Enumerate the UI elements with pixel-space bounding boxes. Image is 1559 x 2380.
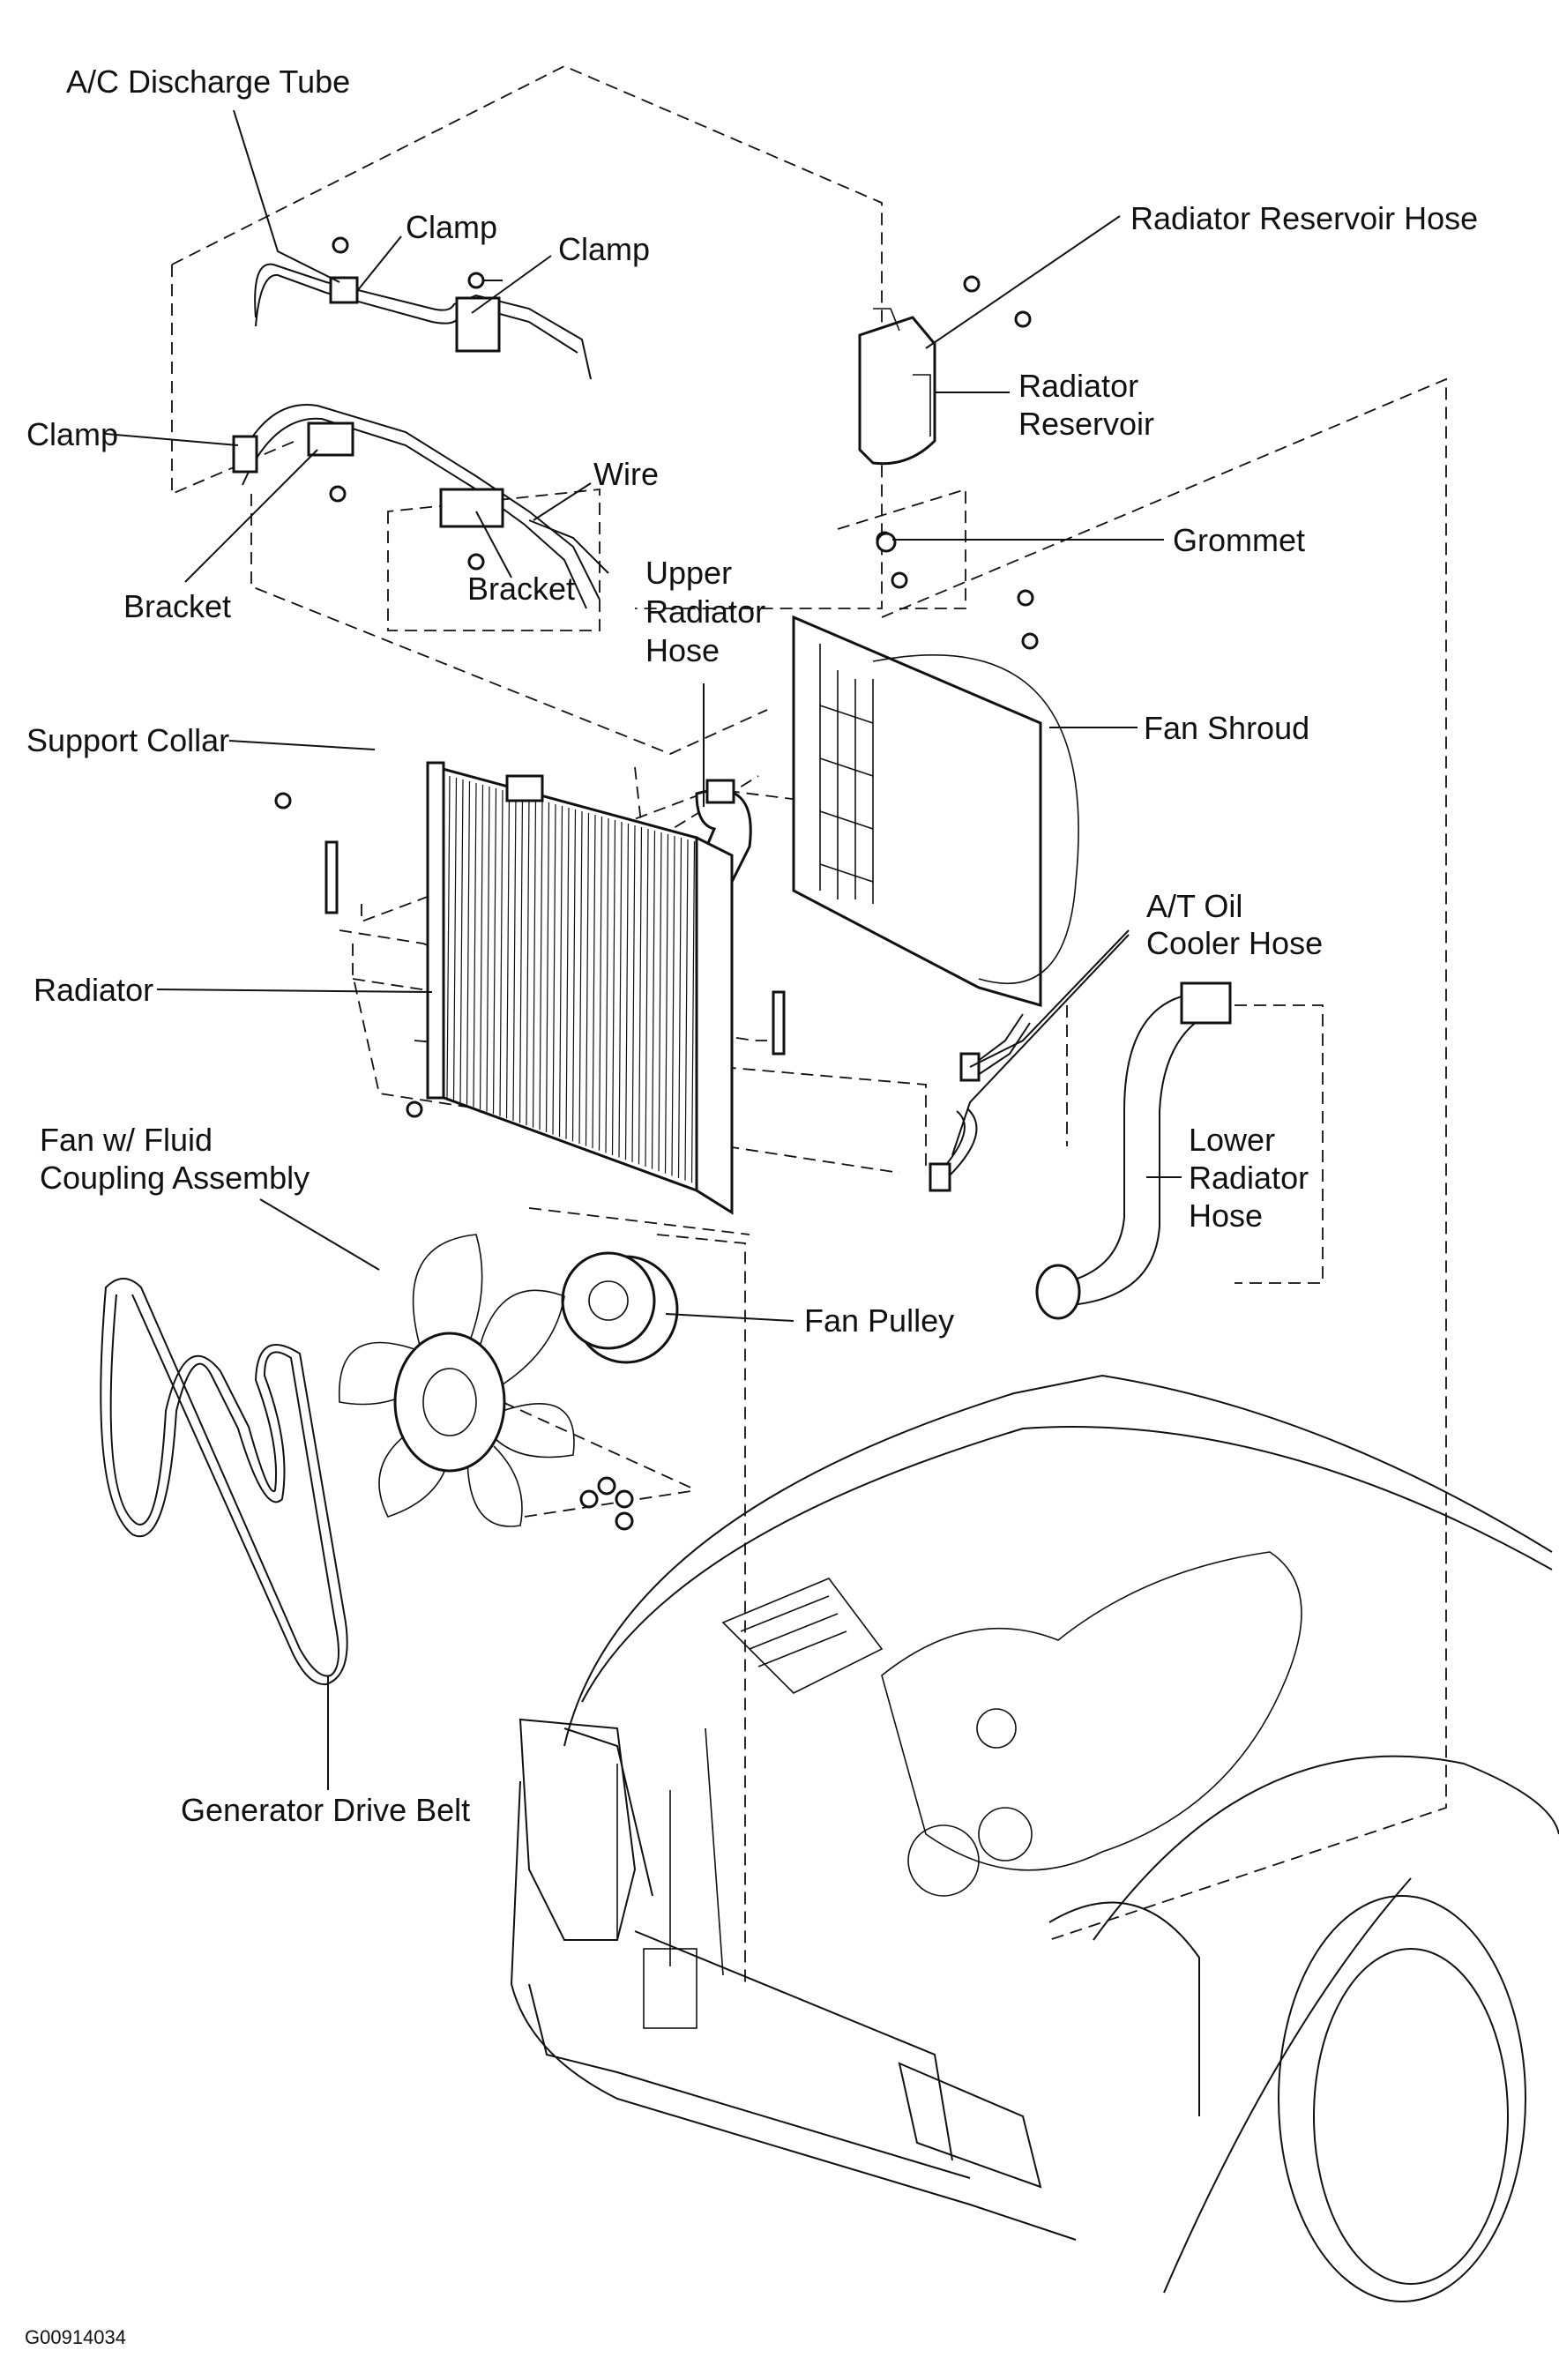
leader-lines	[105, 109, 1182, 1790]
radiator-fin	[539, 800, 543, 1130]
radiator-fin	[658, 832, 662, 1172]
radiator-fin	[645, 828, 649, 1168]
radiator-fin	[505, 791, 511, 1119]
label-fan-fluid-coupling-line2: Coupling Assembly	[40, 1160, 310, 1196]
radiator-fin	[638, 826, 643, 1165]
radiator-fin	[578, 810, 583, 1145]
radiator-fin	[499, 789, 504, 1116]
radiator-reservoir-part	[858, 308, 936, 553]
radiator-fin	[512, 793, 517, 1122]
label-support-collar: Support Collar	[26, 722, 229, 758]
label-lower-radiator-hose-line1: Lower	[1189, 1122, 1275, 1158]
radiator-fin	[677, 837, 683, 1179]
label-radiator: Radiator	[34, 972, 153, 1008]
radiator-fin	[492, 787, 497, 1115]
radiator-fin	[690, 840, 696, 1183]
label-upper-radiator-hose-line2: Radiator	[645, 593, 765, 630]
label-radiator-reservoir-line2: Reservoir	[1018, 406, 1154, 442]
label-fan-shroud: Fan Shroud	[1144, 710, 1309, 746]
radiator-fin	[605, 817, 609, 1153]
label-bracket-1: Bracket	[123, 588, 231, 624]
label-upper-radiator-hose-line3: Hose	[645, 632, 720, 668]
radiator-fin	[532, 798, 537, 1128]
label-lower-radiator-hose-line3: Hose	[1189, 1197, 1263, 1234]
radiator-fin	[664, 833, 669, 1174]
radiator-fin	[552, 803, 556, 1135]
label-at-oil-cooler-hose-line2: Cooler Hose	[1146, 925, 1323, 961]
label-ac-discharge-tube: A/C Discharge Tube	[66, 63, 350, 100]
label-at-oil-cooler-hose-line1: A/T Oil	[1146, 888, 1242, 924]
radiator-fin	[545, 802, 550, 1133]
radiator-part	[426, 761, 734, 1215]
radiator-fin	[446, 775, 451, 1099]
radiator-fin	[473, 782, 477, 1108]
radiator-fin	[558, 805, 563, 1138]
fan-shroud-part	[792, 615, 1079, 1007]
radiator-fin	[618, 821, 623, 1158]
radiator-fin	[684, 839, 689, 1181]
label-radiator-reservoir-line1: Radiator	[1018, 368, 1138, 404]
radiator-fin	[565, 807, 570, 1139]
radiator-fin	[479, 784, 484, 1110]
label-lower-radiator-hose-line2: Radiator	[1189, 1160, 1309, 1196]
radiator-fin	[651, 830, 656, 1169]
radiator-fin	[585, 812, 590, 1146]
label-clamp-3: Clamp	[26, 416, 118, 452]
radiator-fin	[571, 809, 577, 1142]
fan-fluid-coupling-part	[338, 1234, 575, 1527]
fan-pulley-part	[561, 1251, 679, 1364]
fasteners	[274, 236, 1039, 1531]
label-radiator-reservoir-hose: Radiator Reservoir Hose	[1130, 200, 1478, 236]
radiator-fin	[671, 835, 675, 1176]
radiator-fin	[624, 823, 630, 1160]
label-fan-fluid-coupling-line1: Fan w/ Fluid	[40, 1122, 213, 1158]
radiator-fin	[526, 796, 530, 1126]
wire-harness-part	[232, 403, 609, 609]
label-wire: Wire	[593, 456, 659, 492]
label-bracket-2: Bracket	[467, 571, 575, 607]
radiator-fin	[631, 824, 636, 1162]
radiator-fin	[598, 816, 603, 1151]
radiator-fin	[452, 777, 458, 1100]
generator-drive-belt-part	[100, 1278, 348, 1686]
callout-labels: A/C Discharge Tube Clamp Clamp Clamp Wir…	[25, 63, 1478, 2348]
at-oil-cooler-hose-part	[929, 1013, 1031, 1192]
assembly-dashed-lines	[171, 65, 1447, 1984]
radiator-fin	[486, 786, 490, 1112]
label-upper-radiator-hose-line1: Upper	[645, 555, 732, 591]
lower-radiator-hose-part	[1035, 981, 1232, 1320]
vehicle-front-part	[510, 1374, 1559, 2302]
radiator-fin	[592, 814, 596, 1149]
label-generator-drive-belt: Generator Drive Belt	[181, 1792, 470, 1828]
radiator-fin	[459, 779, 464, 1103]
label-fan-pulley: Fan Pulley	[804, 1302, 954, 1339]
radiator-fin	[518, 795, 524, 1123]
figure-code: G00914034	[25, 2326, 126, 2348]
radiator-fin	[611, 819, 616, 1156]
label-grommet: Grommet	[1173, 522, 1305, 558]
ac-discharge-tube-part	[254, 263, 592, 380]
label-clamp-2: Clamp	[558, 231, 650, 267]
label-clamp-1: Clamp	[406, 209, 497, 245]
radiator-fin	[466, 780, 471, 1105]
